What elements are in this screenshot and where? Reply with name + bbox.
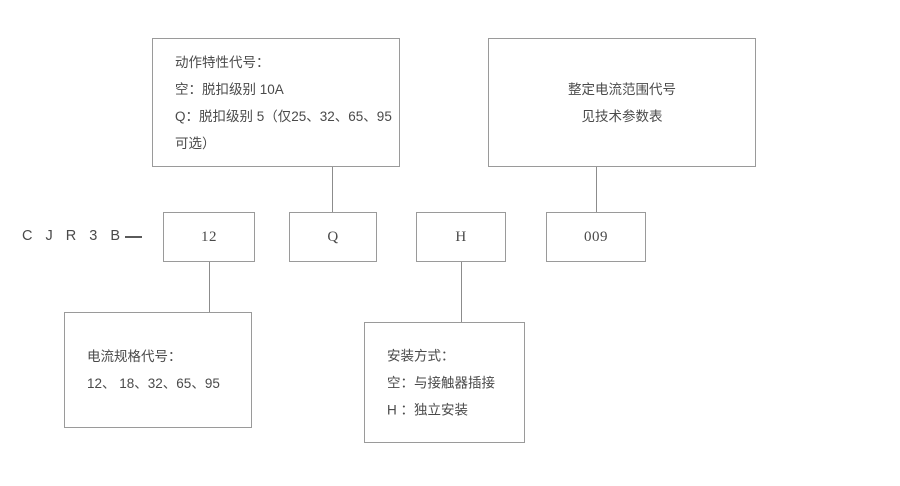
- code-value: 12: [201, 228, 217, 245]
- callout-trip-characteristic: 动作特性代号： 空：脱扣级别 10A Q：脱扣级别 5（仅25、32、65、95…: [152, 38, 400, 167]
- code-box-trip-characteristic: Q: [289, 212, 377, 262]
- connector-setting-range: [596, 167, 597, 212]
- separator-dash: [125, 236, 142, 238]
- callout-line: 见技术参数表: [581, 108, 663, 124]
- callout-current-rating: 电流规格代号： 12、 18、32、65、95: [64, 312, 252, 428]
- callout-line: 空：脱扣级别 10A: [175, 81, 284, 97]
- code-value: 009: [584, 228, 608, 245]
- code-box-mounting-method: H: [416, 212, 506, 262]
- code-box-current-rating: 12: [163, 212, 255, 262]
- code-value: H: [455, 228, 467, 245]
- callout-line: 动作特性代号：: [175, 54, 270, 70]
- connector-trip-characteristic: [332, 167, 333, 212]
- callout-line: 空：与接触器插接: [387, 375, 495, 390]
- connector-current-rating: [209, 262, 210, 312]
- callout-setting-current-range: 整定电流范围代号 见技术参数表: [488, 38, 756, 167]
- callout-line: 整定电流范围代号: [568, 81, 676, 97]
- code-value: Q: [327, 228, 339, 245]
- callout-line: 12、 18、32、65、95: [87, 376, 220, 391]
- callout-line: 可选）: [175, 135, 216, 151]
- callout-line: 安装方式：: [387, 348, 455, 363]
- model-prefix: C J R 3 B: [22, 228, 125, 244]
- callout-line: Q：脱扣级别 5（仅25、32、65、95: [175, 108, 392, 124]
- code-box-setting-range: 009: [546, 212, 646, 262]
- connector-mounting-method: [461, 262, 462, 322]
- callout-line: H ：独立安装: [387, 402, 468, 417]
- callout-line: 电流规格代号：: [87, 349, 182, 364]
- callout-mounting-method: 安装方式： 空：与接触器插接 H ：独立安装: [364, 322, 525, 443]
